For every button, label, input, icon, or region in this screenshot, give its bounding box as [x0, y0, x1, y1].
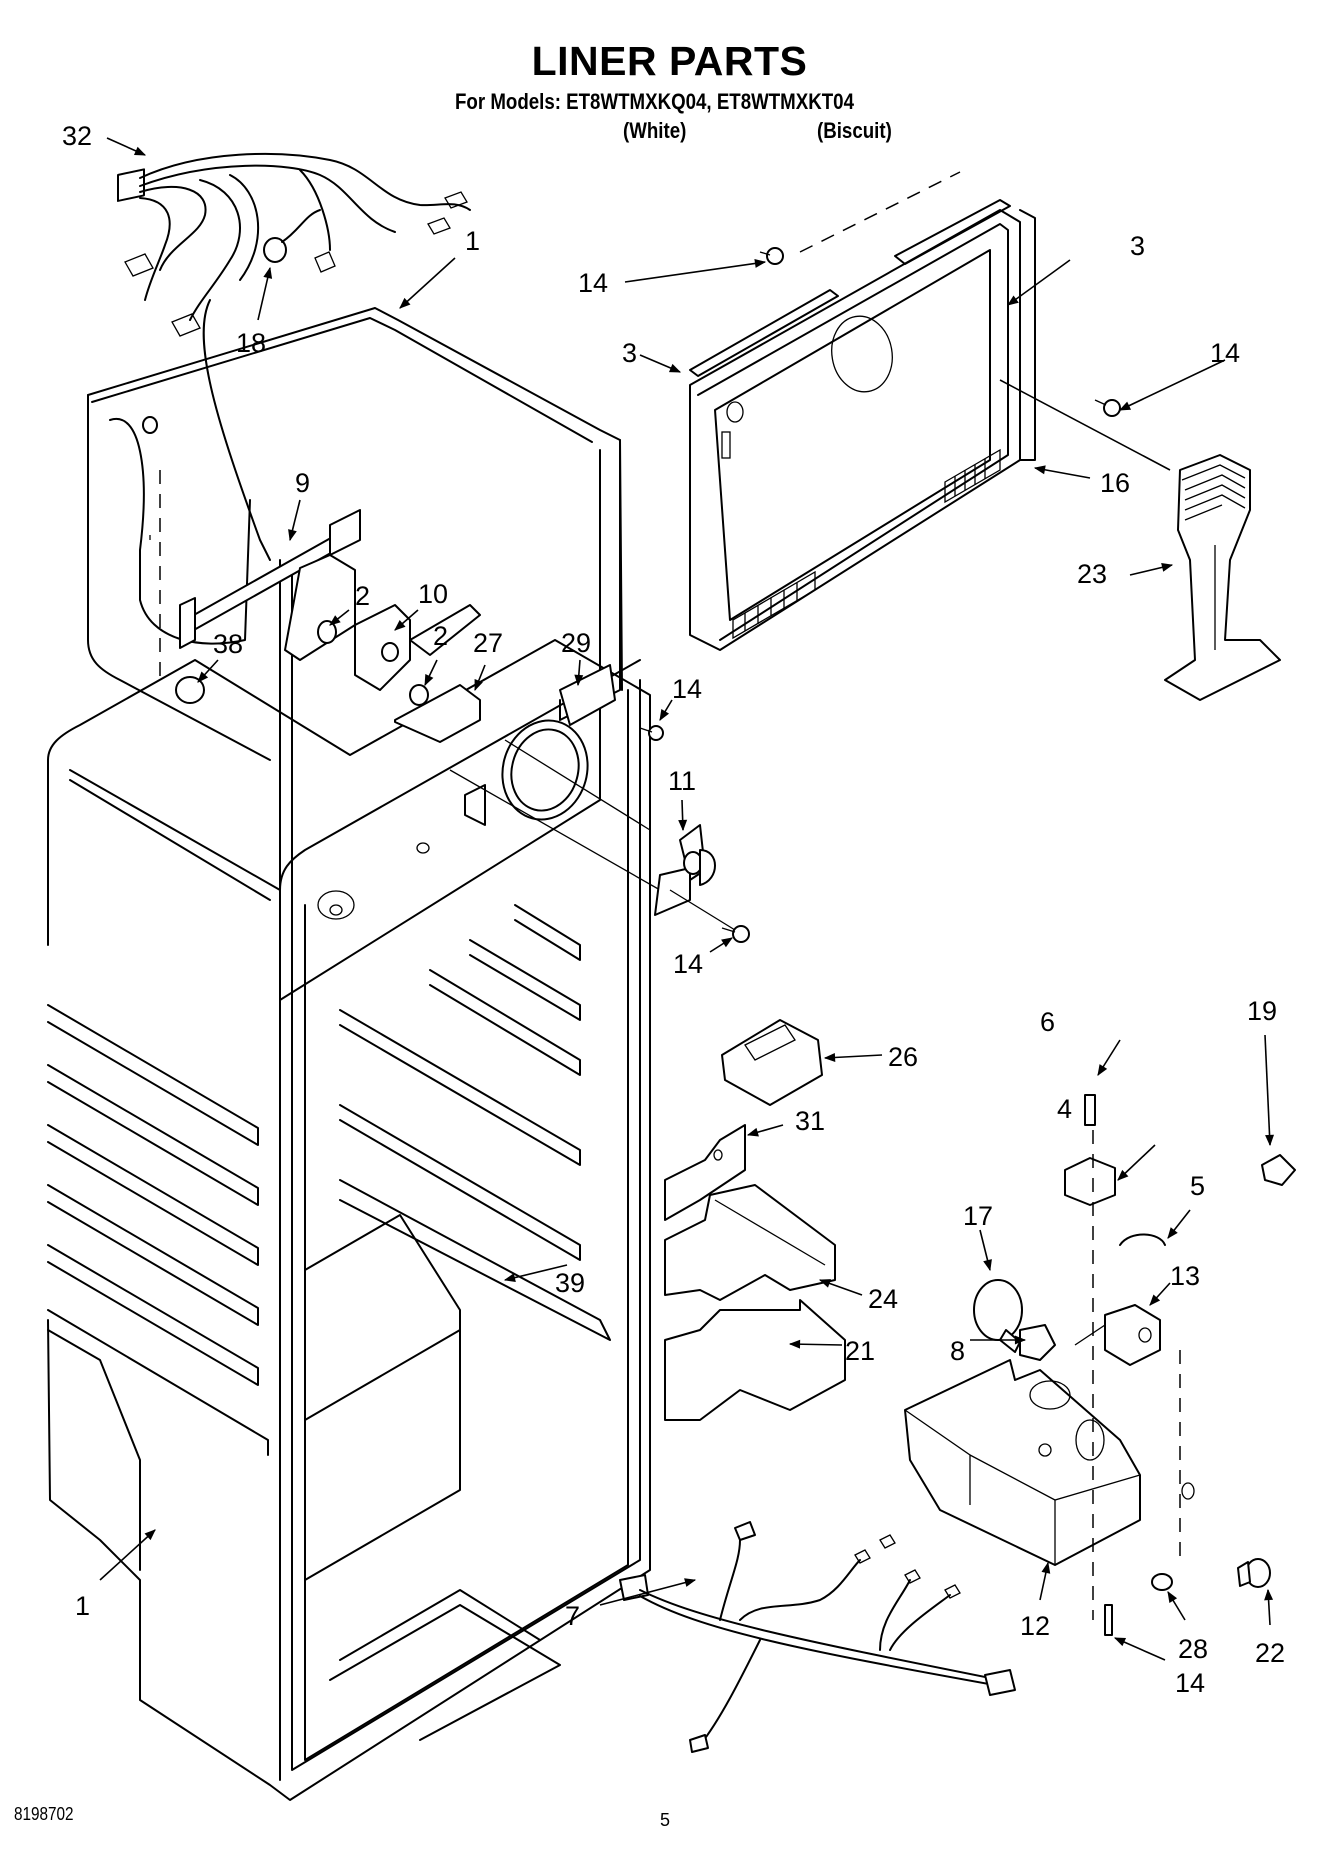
- page-title: LINER PARTS: [531, 38, 808, 84]
- document-number: 8198702: [14, 1804, 74, 1824]
- screw: [639, 725, 664, 741]
- air-duct: [999, 379, 1281, 701]
- callout-9: 9: [295, 468, 310, 498]
- callout-32: 32: [62, 121, 92, 151]
- control-housing: [721, 1019, 823, 1106]
- vent-grille-left: [732, 570, 816, 640]
- callout-14-mid: 14: [672, 674, 702, 704]
- callout-3-left: 3: [622, 338, 637, 368]
- callout-23: 23: [1077, 559, 1107, 589]
- callout-1-lower: 1: [75, 1591, 90, 1621]
- light-socket: [1019, 1324, 1056, 1361]
- switch: [1074, 1304, 1161, 1366]
- fan-blade: [654, 824, 736, 931]
- thermostat-knob: [1064, 1157, 1116, 1206]
- callout-6: 6: [1040, 1007, 1055, 1037]
- callout-29: 29: [561, 628, 591, 658]
- callout-7: 7: [565, 1601, 580, 1631]
- callout-24: 24: [868, 1284, 898, 1314]
- callout-14-top: 14: [578, 268, 608, 298]
- callout-14-bottom: 14: [1175, 1668, 1205, 1698]
- callout-39: 39: [555, 1268, 585, 1298]
- callout-22: 22: [1255, 1638, 1285, 1668]
- callout-13: 13: [1170, 1261, 1200, 1291]
- callout-17: 17: [963, 1201, 993, 1231]
- light-shield-upper: [664, 1184, 836, 1301]
- callout-11: 11: [668, 766, 696, 796]
- freezer-liner: [87, 299, 623, 1001]
- screw: [1094, 399, 1121, 417]
- screw: [1084, 1094, 1096, 1126]
- callout-1-upper: 1: [465, 226, 480, 256]
- wire-harness-lower: [619, 1521, 1016, 1753]
- page-number: 5: [660, 1810, 671, 1830]
- callout-38: 38: [213, 629, 243, 659]
- cover-plate: [664, 1124, 746, 1221]
- callout-3-right: 3: [1130, 231, 1145, 261]
- callout-2-upper: 2: [355, 581, 370, 611]
- light-shield-lower: [664, 1299, 846, 1421]
- screw: [721, 925, 750, 943]
- callout-28: 28: [1178, 1634, 1208, 1664]
- nut: [1151, 1573, 1173, 1591]
- vent-grille-right: [944, 448, 1001, 504]
- screw: [759, 247, 784, 265]
- callout-2-lower: 2: [433, 621, 448, 651]
- callout-31: 31: [795, 1106, 825, 1136]
- callout-14-right: 14: [1210, 338, 1240, 368]
- callout-18: 18: [236, 328, 266, 358]
- shaft-knob: [1237, 1558, 1271, 1588]
- callout-10: 10: [418, 579, 448, 609]
- variant-biscuit: (Biscuit): [817, 118, 892, 143]
- cord-clip: [1119, 1233, 1166, 1246]
- wire-harness-upper: [117, 152, 471, 337]
- callout-16: 16: [1100, 468, 1130, 498]
- fresh-food-liner: [47, 639, 651, 1801]
- callout-labels: 32 1 18 14 3 3 14 16 23 9 2 10 38 2 27 2…: [62, 121, 1285, 1698]
- callout-8: 8: [950, 1336, 965, 1366]
- light-bulb: [973, 1279, 1023, 1353]
- light-housing: [904, 1359, 1195, 1566]
- leader-lines: [99, 137, 1275, 1661]
- variant-white: (White): [623, 118, 687, 143]
- models-label: For Models: ET8WTMXKQ04, ET8WTMXKT04: [455, 89, 854, 114]
- door-stop: [1261, 1154, 1296, 1186]
- back-panel: [689, 171, 1036, 651]
- callout-4: 4: [1057, 1094, 1072, 1124]
- callout-21: 21: [845, 1336, 875, 1366]
- callout-14-fan: 14: [673, 949, 703, 979]
- callout-26: 26: [888, 1042, 918, 1072]
- callout-5: 5: [1190, 1171, 1205, 1201]
- callout-12: 12: [1020, 1611, 1050, 1641]
- screw: [1104, 1604, 1113, 1636]
- callout-19: 19: [1247, 996, 1277, 1026]
- callout-27: 27: [473, 628, 503, 658]
- control-bracket-cluster: [142, 416, 664, 891]
